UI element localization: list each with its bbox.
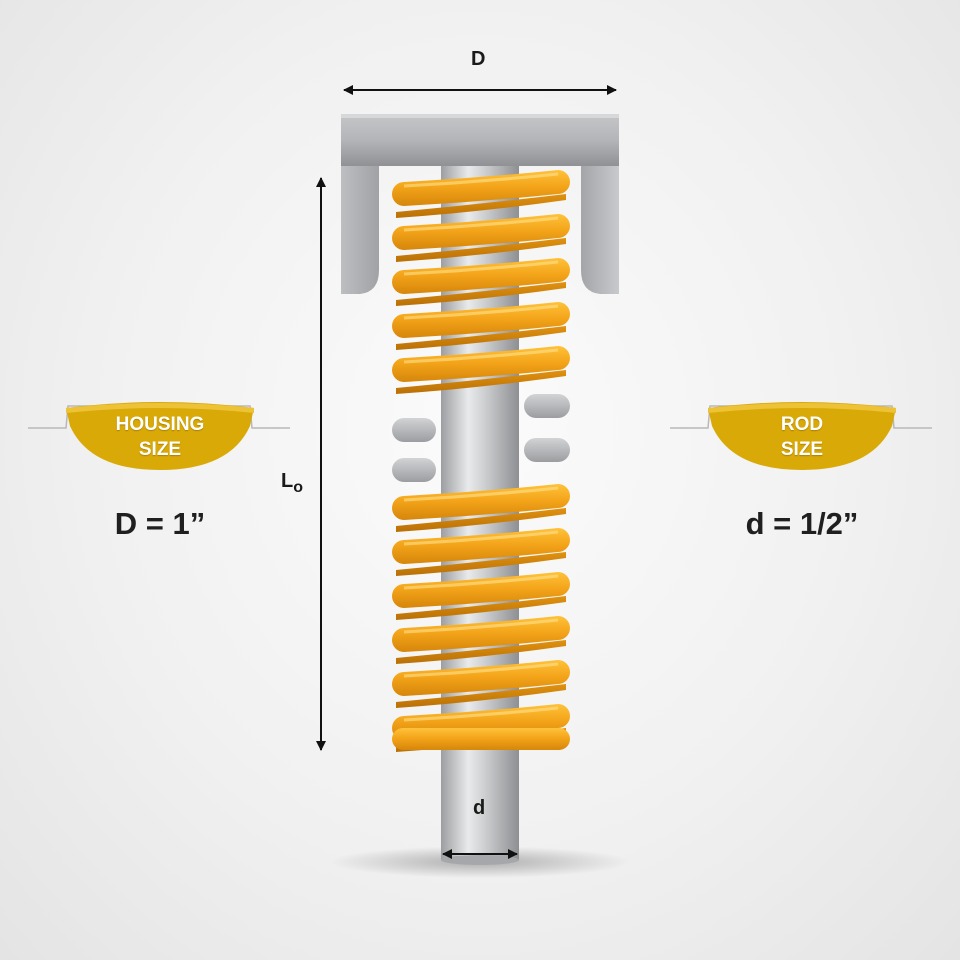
rod-end	[441, 855, 519, 865]
rod-size-value: d = 1/2”	[745, 506, 859, 541]
spring-end-coil	[392, 728, 570, 750]
spring-coil	[392, 660, 570, 696]
spring-coil-highlight	[403, 574, 559, 590]
spring-coil	[392, 616, 570, 652]
spring-coil	[392, 170, 570, 206]
housing-size-line2: SIZE	[138, 439, 182, 460]
wire-section	[392, 418, 436, 442]
free-length-symbol: L	[281, 470, 294, 492]
housing-diameter-label: D	[471, 48, 486, 70]
spring-coil-highlight	[403, 486, 559, 502]
spring-coil-highlight	[403, 530, 559, 546]
spring-coil-back	[396, 194, 566, 218]
spring-coil-highlight	[403, 216, 559, 232]
housing-top-plate	[341, 114, 619, 166]
spring-coil-highlight	[403, 260, 559, 276]
housing-size-banner-shape	[28, 402, 290, 470]
spring-coil-back	[396, 684, 566, 708]
spring-coil	[392, 572, 570, 608]
spring-coil-back	[396, 552, 566, 576]
spring-coil-highlight	[403, 706, 559, 722]
spring-coil-highlight	[403, 172, 559, 188]
housing-top-highlight	[341, 114, 619, 118]
spring-coil-highlight	[403, 662, 559, 678]
spring-coil	[392, 484, 570, 520]
free-length-subscript: o	[293, 479, 303, 496]
housing-cup	[341, 114, 619, 294]
rod-size-line1: ROD	[780, 414, 824, 435]
spring-front-coils	[392, 170, 570, 750]
housing-size-line1: HOUSING	[115, 414, 205, 435]
wire-section	[524, 438, 570, 462]
wire-section	[392, 458, 436, 482]
spring-coil-highlight	[403, 304, 559, 320]
spring-coil	[392, 302, 570, 338]
rod-size-banner-shape	[670, 402, 932, 470]
wire-section	[524, 394, 570, 418]
spring-coil	[392, 214, 570, 250]
spring-coil-back	[396, 238, 566, 262]
free-length-label: Lo	[281, 470, 303, 497]
rod-size-title: ROD SIZE	[682, 412, 922, 462]
rod-diameter-label: d	[473, 797, 486, 819]
housing-size-title: HOUSING SIZE	[40, 412, 280, 462]
spring-coil-back	[396, 370, 566, 394]
rod-size-line2: SIZE	[780, 439, 824, 460]
housing-size-value: D = 1”	[114, 506, 206, 541]
spring-coil-back	[396, 640, 566, 664]
rod-banner-highlight	[708, 403, 896, 413]
spring-coil-highlight	[403, 348, 559, 364]
spring-coil-back	[396, 596, 566, 620]
spring-coil	[392, 258, 570, 294]
housing-left-wall	[341, 166, 379, 294]
housing-right-wall	[581, 166, 619, 294]
housing-banner-fill	[66, 402, 254, 470]
spring-coil	[392, 346, 570, 382]
rod-banner-fill	[708, 402, 896, 470]
spring-cutaway-section	[392, 394, 570, 482]
spring-coil-back	[396, 508, 566, 532]
housing-banner-highlight	[66, 403, 254, 413]
spring-coil-back	[396, 282, 566, 306]
spring-coil	[392, 528, 570, 564]
spring-coil-highlight	[403, 618, 559, 634]
spring-coil-back	[396, 326, 566, 350]
